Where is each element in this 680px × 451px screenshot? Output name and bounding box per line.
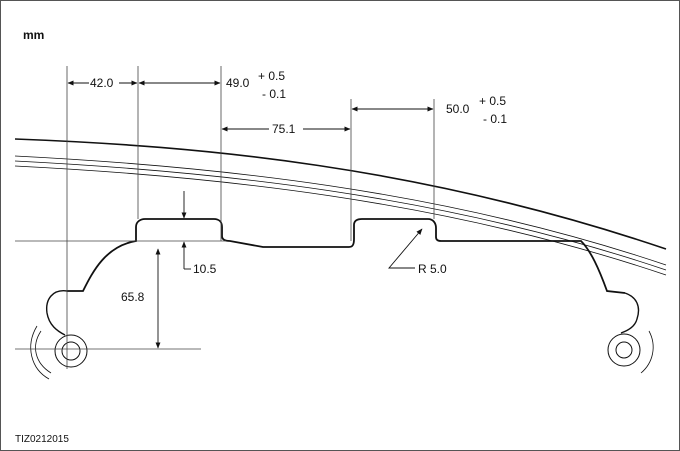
dim-50-tol-minus: - 0.1 (483, 112, 507, 126)
right-bead-wire-icon (607, 330, 654, 374)
radius-label: R 5.0 (418, 262, 447, 276)
figure-reference-code: TIZ0212015 (15, 434, 69, 445)
rim-profile-outline (67, 218, 626, 294)
dim-42-label: 42.0 (90, 76, 114, 90)
left-bead-wire-icon (30, 325, 88, 380)
tire-ply-line (14, 155, 667, 266)
tire-ply-line (14, 165, 667, 276)
tire-ply-line (14, 160, 667, 271)
tire-outer-arc (14, 138, 667, 250)
dim-50-tol-plus: + 0.5 (479, 94, 506, 108)
extension-lines (15, 66, 435, 369)
tire-arcs (14, 138, 667, 276)
right-bead-hook (620, 292, 640, 334)
height-label: 65.8 (121, 290, 145, 304)
dimension-arrows (67, 80, 434, 349)
dim-49-tol-plus: + 0.5 (258, 69, 285, 83)
left-bead-hook (46, 290, 68, 336)
radius-leader (388, 228, 423, 269)
dim-49-label: 49.0 (226, 76, 250, 90)
dim-49-tol-minus: - 0.1 (262, 87, 286, 101)
dim-50-label: 50.0 (446, 102, 470, 116)
unit-label: mm (23, 28, 44, 42)
depth-label: 10.5 (193, 262, 217, 276)
dim-75-label: 75.1 (272, 122, 296, 136)
